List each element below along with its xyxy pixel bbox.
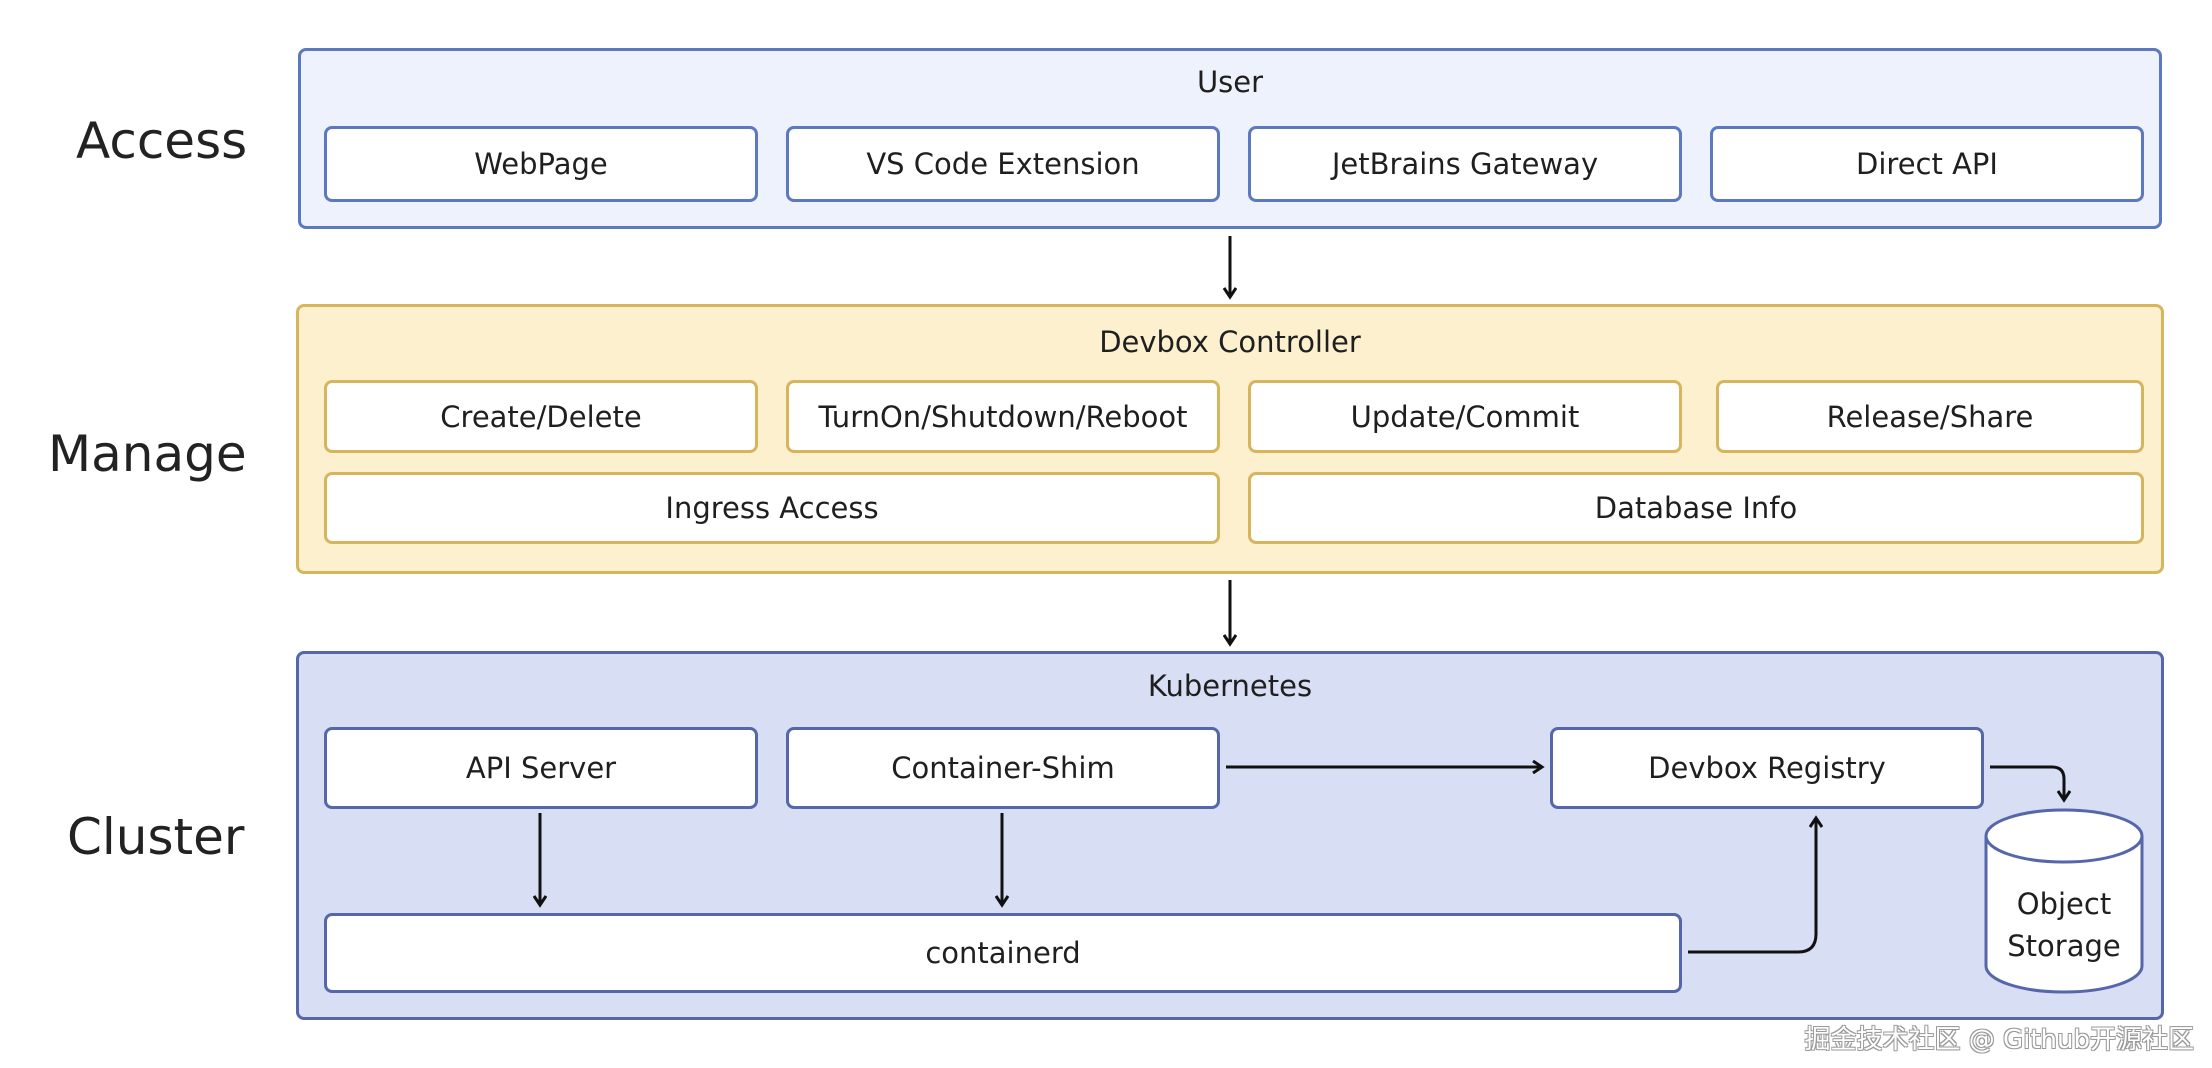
layer-label-manage: Manage xyxy=(48,425,247,483)
arrow-containerd-to-registry xyxy=(1688,818,1816,954)
create-delete-box: Create/Delete xyxy=(324,380,758,453)
layer-label-access: Access xyxy=(76,112,248,170)
object-storage-cylinder xyxy=(1984,808,2144,994)
access-group-title: User xyxy=(1196,65,1264,99)
ingress-access-box: Ingress Access xyxy=(324,472,1220,544)
vscode-extension-box: VS Code Extension xyxy=(786,126,1220,202)
watermark: 掘金技术社区 @ Github开源社区 xyxy=(1804,1025,2194,1055)
release-share-box: Release/Share xyxy=(1716,380,2144,453)
api-server-box: API Server xyxy=(324,727,758,809)
arrow-registry-to-storage xyxy=(1990,765,2064,800)
update-commit-box: Update/Commit xyxy=(1248,380,1682,453)
layer-label-cluster: Cluster xyxy=(67,808,245,866)
cluster-group-title: Kubernetes xyxy=(1147,669,1313,703)
object-storage-label-line2: Storage xyxy=(2007,929,2120,963)
container-shim-box: Container-Shim xyxy=(786,727,1220,809)
manage-group-title: Devbox Controller xyxy=(1099,325,1361,359)
jetbrains-gateway-box: JetBrains Gateway xyxy=(1248,126,1682,202)
turnon-shutdown-reboot-box: TurnOn/Shutdown/Reboot xyxy=(786,380,1220,453)
webpage-box: WebPage xyxy=(324,126,758,202)
database-info-box: Database Info xyxy=(1248,472,2144,544)
object-storage-label-line1: Object xyxy=(2017,887,2111,921)
direct-api-box: Direct API xyxy=(1710,126,2144,202)
devbox-registry-box: Devbox Registry xyxy=(1550,727,1984,809)
containerd-box: containerd xyxy=(324,913,1682,993)
